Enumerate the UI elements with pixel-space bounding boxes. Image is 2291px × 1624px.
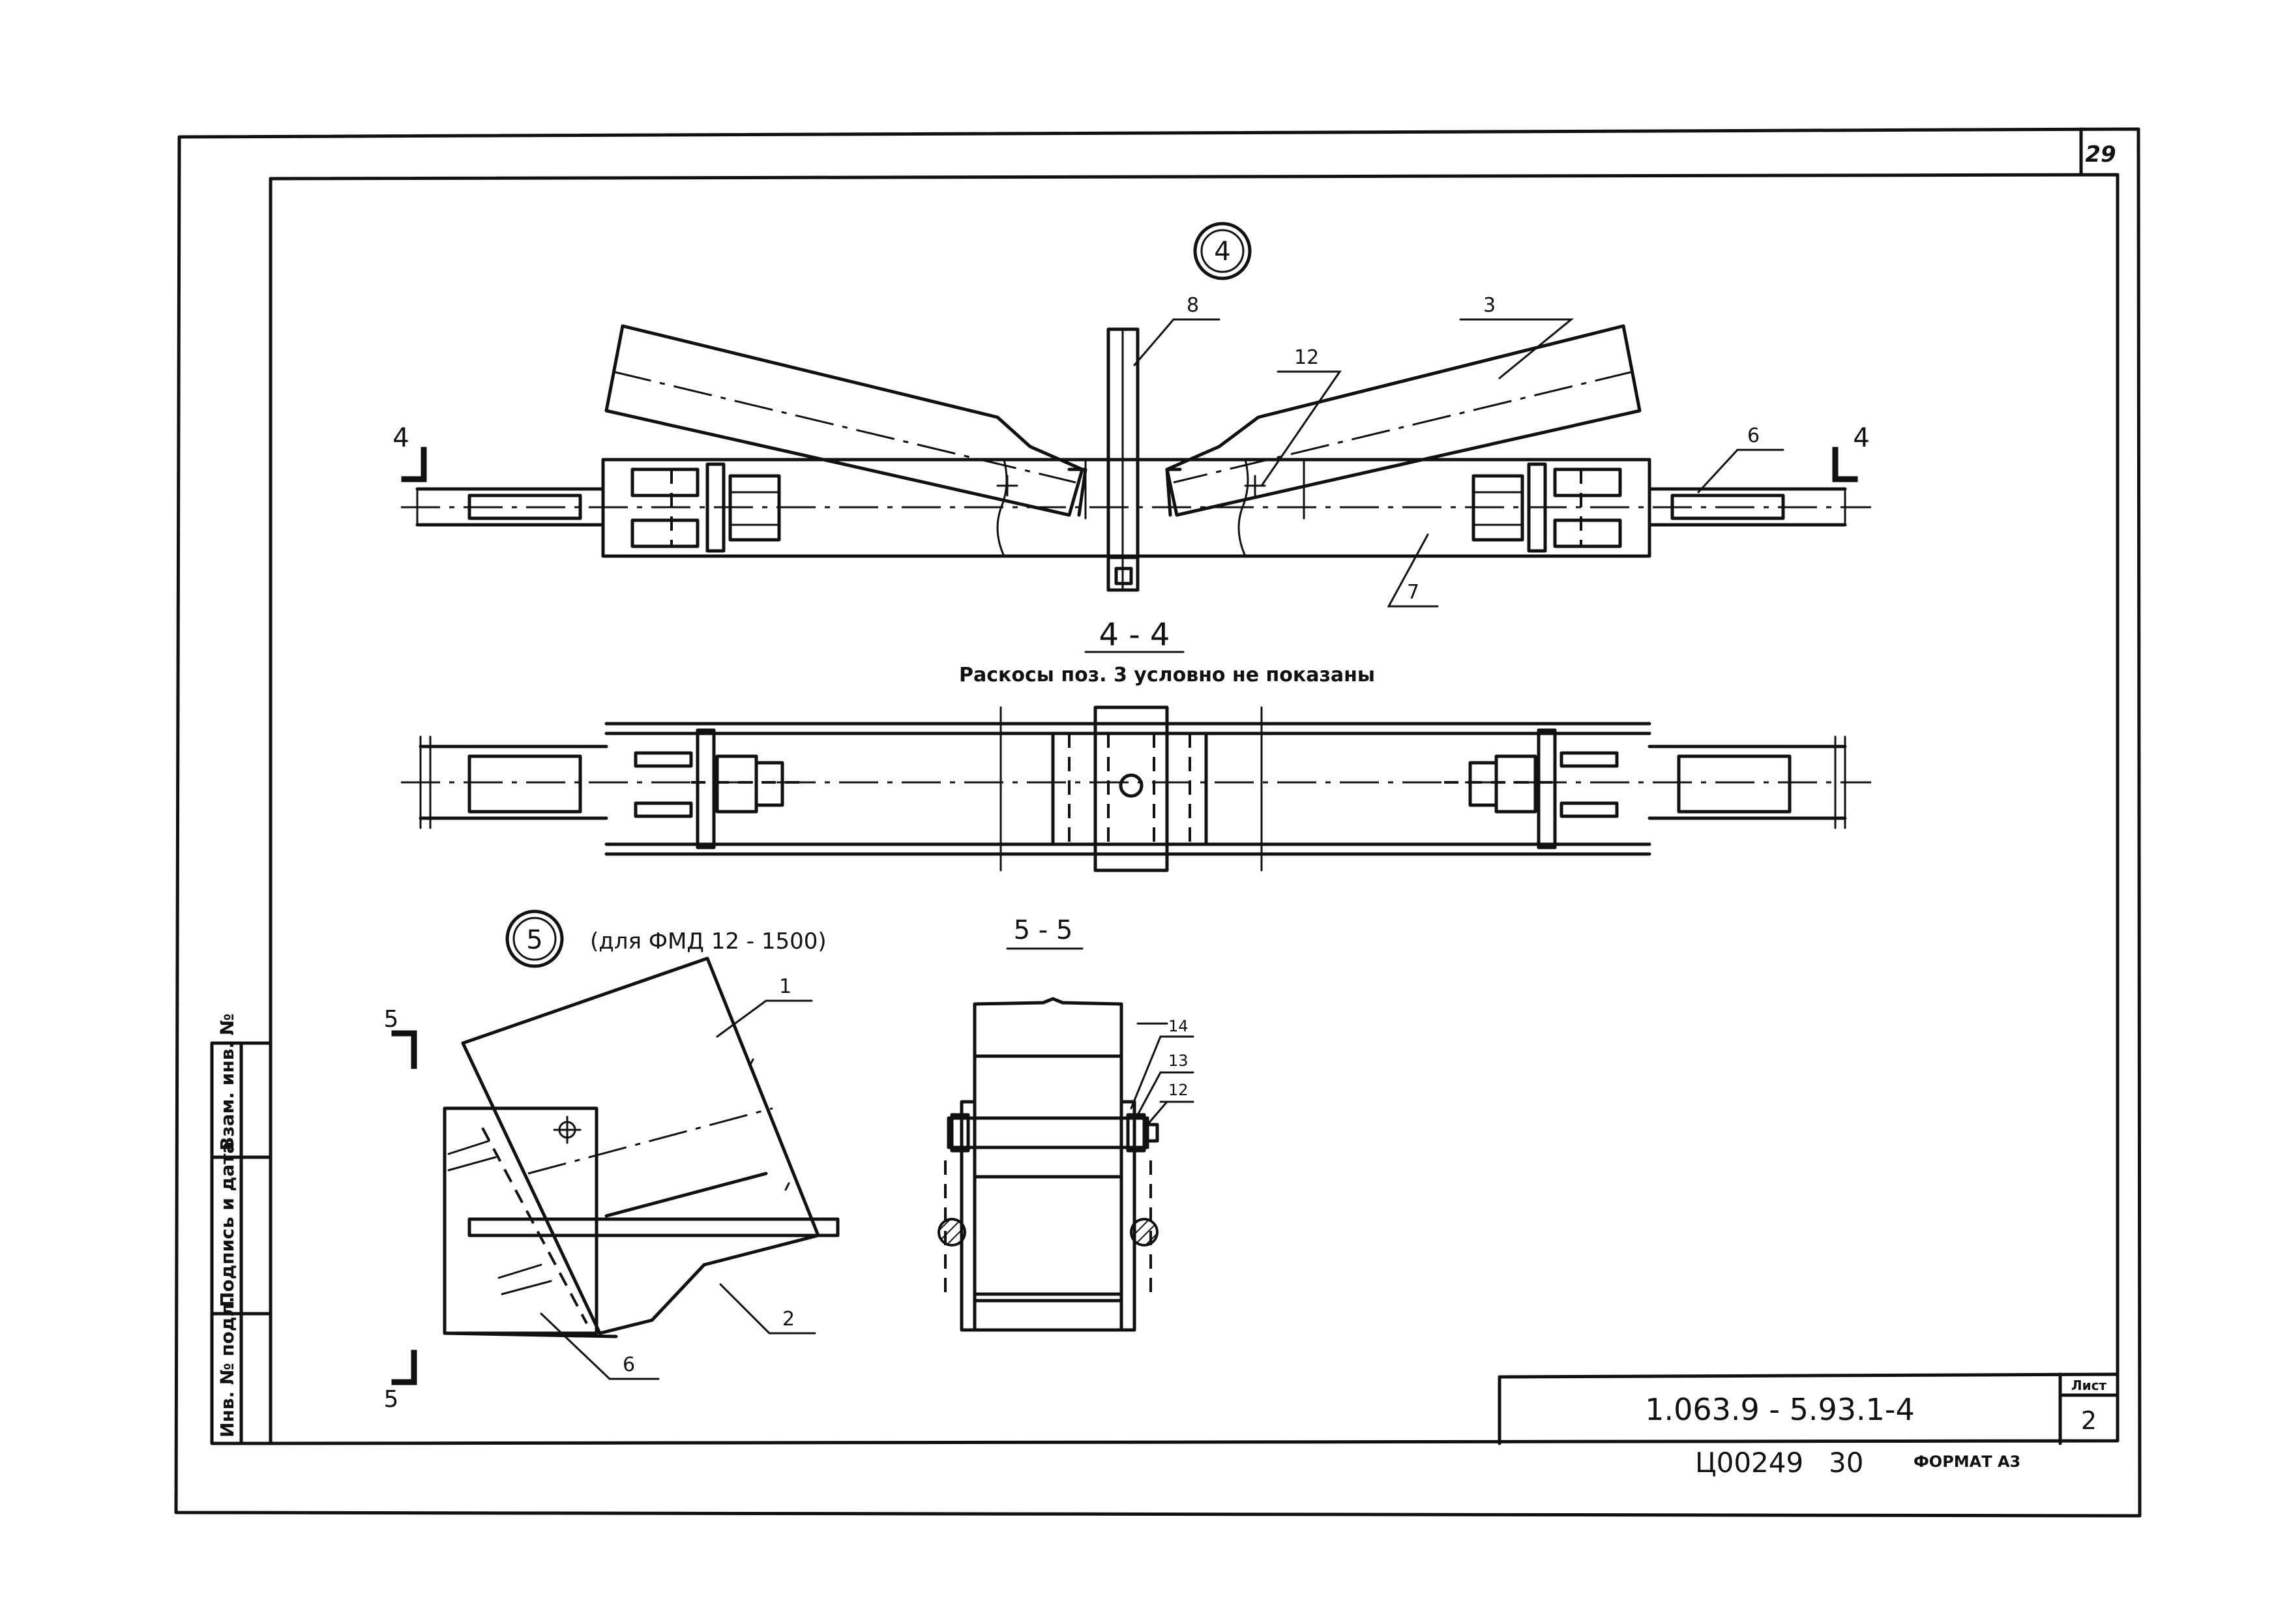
node4-section-mark-right: 4 [1853, 423, 1869, 453]
stamp-inventory-label: Инв. № подл. [216, 1296, 238, 1438]
node5-section-mark-bottom: 5 [384, 1386, 399, 1413]
format-label: ФОРМАТ А3 [1914, 1453, 2020, 1471]
page-number: 29 [2085, 141, 2116, 168]
node5-callout-2: 2 [782, 1308, 795, 1331]
document-code: 1.063.9 - 5.93.1-4 [1645, 1392, 1915, 1427]
node4-callout-8: 8 [1187, 294, 1199, 317]
node5-callout-1: 1 [779, 975, 791, 998]
section55-callout-13: 13 [1168, 1052, 1189, 1070]
node4-number: 4 [1214, 237, 1230, 267]
inventory-number: Ц00249 [1695, 1447, 1803, 1479]
node4-callout-3: 3 [1483, 294, 1496, 317]
section44-note: Раскосы поз. 3 условно не показаны [959, 664, 1375, 687]
stamp-signature-label: Подпись и дата [216, 1142, 238, 1307]
node5-detail: 5 (для ФМД 12 - 1500) 5 5 1 2 6 [384, 909, 840, 1413]
node4-callout-12: 12 [1294, 346, 1319, 369]
node5-number: 5 [526, 925, 542, 955]
section-4-4: 4 - 4 Раскосы поз. 3 условно не показаны [401, 617, 1871, 872]
node4-detail: 4 [392, 222, 1871, 608]
footer-info: Ц00249 30 ФОРМАТ А3 [1695, 1447, 2020, 1479]
section55-title: 5 - 5 [1014, 915, 1073, 945]
side-stamp: Инв. № подл. Подпись и дата Взам. инв. № [210, 1013, 273, 1445]
node5-section-mark-top: 5 [384, 1006, 399, 1033]
outer-frame [174, 127, 2142, 1518]
stamp-replacement-label: Взам. инв. № [216, 1013, 238, 1151]
inner-frame [269, 173, 2120, 1445]
node5-callout-6: 6 [623, 1353, 635, 1376]
page-number-box: 29 [2079, 127, 2116, 177]
copy-number: 30 [1829, 1447, 1863, 1479]
node4-callout-7: 7 [1407, 581, 1419, 604]
sheet-number: 2 [2081, 1406, 2097, 1435]
title-block: 1.063.9 - 5.93.1-4 Лист 2 [1498, 1372, 2120, 1445]
section-5-5: 5 - 5 14 13 12 [938, 915, 1194, 1332]
node5-qualifier: (для ФМД 12 - 1500) [590, 928, 827, 954]
section55-callout-14: 14 [1168, 1017, 1189, 1035]
section55-callout-12: 12 [1168, 1081, 1189, 1099]
node4-callout-6: 6 [1747, 424, 1760, 447]
node4-section-mark-left: 4 [392, 423, 409, 453]
sheet-label: Лист [2071, 1378, 2106, 1393]
section44-title: 4 - 4 [1099, 617, 1170, 653]
